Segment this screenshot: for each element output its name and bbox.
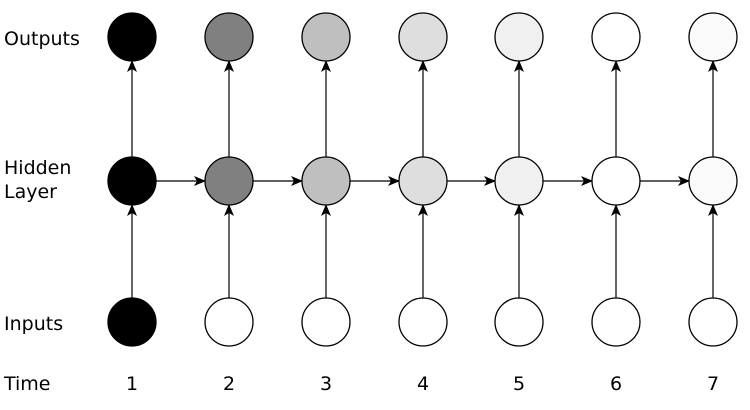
inputs-node-3 <box>301 297 351 347</box>
time-step-6: 6 <box>610 373 622 395</box>
time-step-5: 5 <box>513 373 525 395</box>
hidden-node-3 <box>301 156 351 206</box>
hidden-node-5 <box>494 156 544 206</box>
nodes <box>107 12 738 347</box>
inputs-node-5 <box>494 297 544 347</box>
inputs-node-1 <box>107 297 157 347</box>
outputs-node-2 <box>204 12 254 62</box>
outputs-node-4 <box>398 12 448 62</box>
outputs-node-5 <box>494 12 544 62</box>
edges <box>127 60 718 298</box>
inputs-node-7 <box>688 297 738 347</box>
time-step-1: 1 <box>126 373 138 395</box>
hidden-node-7 <box>688 156 738 206</box>
outputs-row-label: Outputs <box>4 28 80 50</box>
hidden-node-2 <box>204 156 254 206</box>
inputs-node-2 <box>204 297 254 347</box>
hidden-row-label-line2: Layer <box>4 181 57 203</box>
inputs-node-6 <box>591 297 641 347</box>
time-step-2: 2 <box>223 373 235 395</box>
outputs-node-1 <box>107 12 157 62</box>
time-step-4: 4 <box>417 373 429 395</box>
inputs-node-4 <box>398 297 448 347</box>
outputs-node-7 <box>688 12 738 62</box>
outputs-node-3 <box>301 12 351 62</box>
outputs-node-6 <box>591 12 641 62</box>
hidden-node-4 <box>398 156 448 206</box>
time-labels: 1 2 3 4 5 6 7 <box>126 373 719 395</box>
time-row-label: Time <box>3 373 51 395</box>
hidden-row-label-line1: Hidden <box>4 157 71 179</box>
inputs-row-label: Inputs <box>4 313 63 335</box>
hidden-node-6 <box>591 156 641 206</box>
time-step-3: 3 <box>320 373 332 395</box>
hidden-node-1 <box>107 156 157 206</box>
time-step-7: 7 <box>707 373 719 395</box>
